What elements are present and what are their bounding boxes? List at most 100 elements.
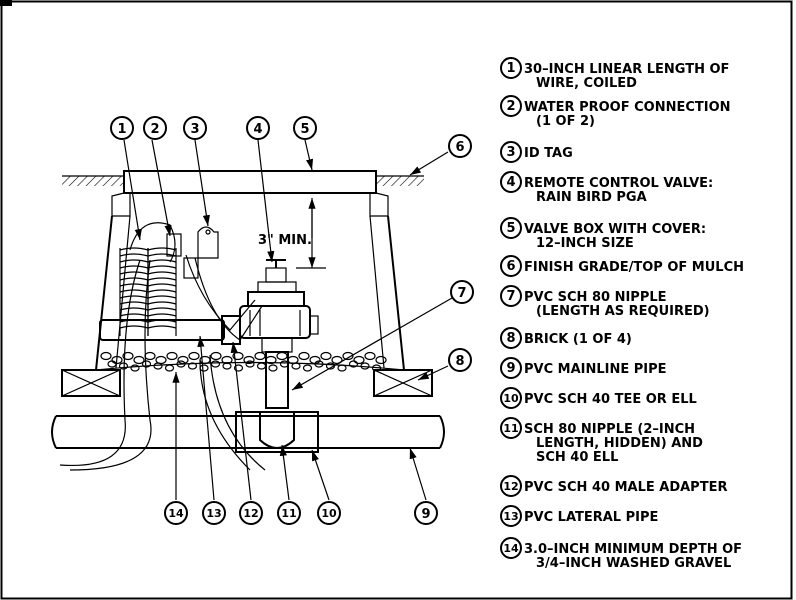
callout-1: 1 [110, 116, 134, 140]
svg-text:12: 12 [243, 507, 258, 520]
keynote-10: 10 PVC SCH 40 TEE OR ELL [500, 387, 697, 409]
svg-text:9: 9 [421, 507, 430, 522]
callout-13: 13 [202, 501, 226, 525]
keynote-text: 30–INCH LINEAR LENGTH OF [524, 62, 729, 77]
keynote-number: 5 [506, 221, 515, 236]
keynote-14: 14 3.0–INCH MINIMUM DEPTH OF3/4–INCH WASH… [500, 537, 742, 571]
waterproof-connector-1 [166, 233, 182, 257]
keynote-text: RAIN BIRD PGA [536, 190, 647, 205]
id-tag [197, 226, 219, 259]
pvc-tee [235, 411, 319, 453]
keynote-number: 14 [503, 542, 519, 555]
keynote-number: 13 [503, 510, 518, 523]
keynote-number: 6 [506, 259, 515, 274]
wire-coils [119, 247, 177, 336]
callout-11: 11 [277, 501, 301, 525]
keynote-text: PVC SCH 40 TEE OR ELL [524, 392, 697, 407]
keynote-2: 2 WATER PROOF CONNECTION(1 OF 2) [500, 95, 731, 129]
corner-tab [0, 0, 12, 6]
brick-left [61, 369, 121, 397]
keynote-text: SCH 80 NIPPLE (2–INCH [524, 422, 695, 437]
keynote-5: 5 VALVE BOX WITH COVER:12–INCH SIZE [500, 217, 706, 251]
dimension-label: 3" MIN. [258, 233, 312, 248]
keynote-text: VALVE BOX WITH COVER: [524, 222, 706, 237]
svg-text:2: 2 [150, 122, 159, 137]
svg-text:3: 3 [190, 122, 199, 137]
keynote-number: 7 [506, 289, 515, 304]
keynote-4: 4 REMOTE CONTROL VALVE:RAIN BIRD PGA [500, 171, 713, 205]
min-depth-dimension: 3" MIN. [258, 192, 326, 269]
keynote-text: ID TAG [524, 146, 573, 161]
keynote-text: (1 OF 2) [536, 114, 595, 129]
callout-2: 2 [143, 116, 167, 140]
lateral-pipe [99, 315, 241, 345]
callout-8: 8 [448, 348, 472, 372]
keynote-text: PVC SCH 40 MALE ADAPTER [524, 480, 727, 495]
keynote-text: REMOTE CONTROL VALVE: [524, 176, 713, 191]
leader-lines [123, 139, 453, 501]
keynote-text: PVC MAINLINE PIPE [524, 362, 667, 377]
keynote-number: 3 [506, 145, 515, 160]
callout-12: 12 [239, 501, 263, 525]
svg-text:11: 11 [281, 507, 296, 520]
keynote-number: 10 [503, 392, 519, 405]
keynote-12: 12 PVC SCH 40 MALE ADAPTER [500, 475, 727, 497]
keynote-text: 3/4–INCH WASHED GRAVEL [536, 556, 731, 571]
keynote-text: BRICK (1 OF 4) [524, 332, 632, 347]
keynote-number: 9 [506, 361, 515, 376]
callout-14: 14 [164, 501, 188, 525]
valve-box [95, 192, 405, 371]
callout-9: 9 [414, 501, 438, 525]
callout-bubbles: 1 2 3 4 5 6 7 8 9 10 11 12 13 14 [110, 116, 474, 525]
svg-text:4: 4 [253, 122, 262, 137]
keynote-number: 1 [506, 61, 515, 76]
keynote-text: 3.0–INCH MINIMUM DEPTH OF [524, 542, 742, 557]
washed-gravel [100, 351, 387, 372]
svg-text:8: 8 [455, 354, 464, 369]
keynote-13: 13 PVC LATERAL PIPE [500, 505, 658, 527]
remote-control-valve [239, 259, 319, 353]
keynote-number: 8 [506, 331, 515, 346]
waterproof-connector-2 [183, 257, 199, 279]
svg-text:6: 6 [455, 140, 464, 155]
keynote-text: PVC SCH 80 NIPPLE [524, 290, 667, 305]
sch80-nipple [265, 351, 289, 409]
keynote-7: 7 PVC SCH 80 NIPPLE(LENGTH AS REQUIRED) [500, 285, 710, 319]
svg-text:1: 1 [117, 122, 126, 137]
callout-7: 7 [450, 280, 474, 304]
svg-text:14: 14 [168, 507, 184, 520]
keynote-text: LENGTH, HIDDEN) AND [536, 436, 703, 451]
keynote-text: SCH 40 ELL [536, 450, 618, 465]
keynote-text: 12–INCH SIZE [536, 236, 634, 251]
callout-3: 3 [183, 116, 207, 140]
keynote-text: WIRE, COILED [536, 76, 637, 91]
svg-text:5: 5 [300, 122, 309, 137]
callout-4: 4 [246, 116, 270, 140]
keynote-number: 11 [503, 422, 518, 435]
callout-5: 5 [293, 116, 317, 140]
keynote-text: (LENGTH AS REQUIRED) [536, 304, 710, 319]
keynote-8: 8 BRICK (1 OF 4) [500, 327, 632, 349]
keynote-number: 4 [506, 175, 515, 190]
keynote-text: WATER PROOF CONNECTION [524, 100, 731, 115]
keynote-3: 3 ID TAG [500, 141, 573, 163]
keynote-number: 12 [503, 480, 518, 493]
mainline-pipe [51, 411, 445, 453]
keynote-6: 6 FINISH GRADE/TOP OF MULCH [500, 255, 744, 277]
callout-6: 6 [448, 134, 472, 158]
brick-right [373, 369, 433, 397]
svg-text:7: 7 [457, 286, 466, 301]
keynote-text: PVC LATERAL PIPE [524, 510, 658, 525]
keynote-9: 9 PVC MAINLINE PIPE [500, 357, 667, 379]
keynote-text: FINISH GRADE/TOP OF MULCH [524, 260, 744, 275]
svg-text:13: 13 [206, 507, 221, 520]
finish-grade [62, 175, 424, 186]
keynote-number: 2 [506, 99, 515, 114]
svg-text:10: 10 [321, 507, 337, 520]
